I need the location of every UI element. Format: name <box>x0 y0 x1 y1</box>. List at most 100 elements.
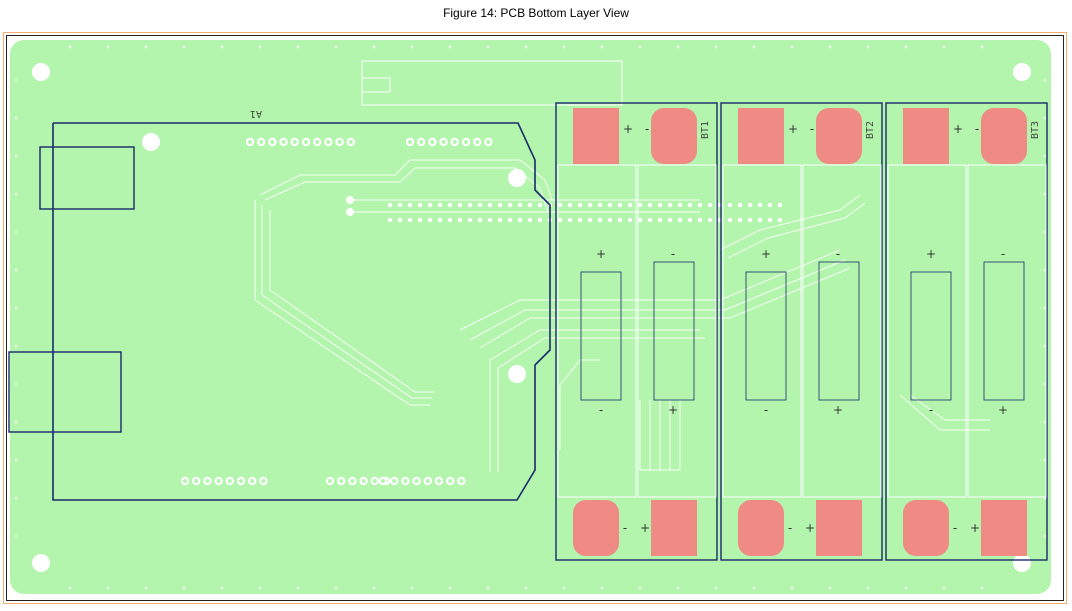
via <box>387 217 393 223</box>
header-pad-hole <box>227 479 232 483</box>
via <box>437 202 443 208</box>
edge-via <box>14 496 18 500</box>
via <box>447 217 453 223</box>
cell-body <box>983 261 1025 401</box>
via <box>607 217 613 223</box>
pad-square <box>738 108 784 164</box>
cell-body <box>745 271 787 401</box>
via <box>457 202 463 208</box>
via <box>767 202 773 208</box>
pcb-board <box>10 40 1051 594</box>
polarity-plus: + <box>623 122 633 136</box>
via <box>607 202 613 208</box>
pad-round <box>651 108 697 164</box>
edge-via <box>486 586 490 590</box>
via <box>427 217 433 223</box>
via <box>567 202 573 208</box>
polarity-plus: + <box>926 247 936 261</box>
edge-via <box>14 78 18 82</box>
header-pad-hole <box>381 479 385 483</box>
polarity-plus: + <box>953 122 963 136</box>
edge-via <box>676 586 680 590</box>
battery-holder-bt3: +--++--+BT3 <box>885 102 1048 561</box>
edge-via <box>1043 116 1047 120</box>
edge-via <box>14 382 18 386</box>
via <box>587 202 593 208</box>
via <box>587 217 593 223</box>
cell-outline <box>637 164 717 498</box>
polarity-minus: - <box>623 521 627 535</box>
edge-via <box>600 586 604 590</box>
via <box>657 217 663 223</box>
header-pad-hole <box>392 479 397 483</box>
polarity-minus: - <box>788 521 792 535</box>
pad-round <box>981 108 1027 164</box>
cell-outline <box>802 164 882 498</box>
via <box>597 217 603 223</box>
edge-via <box>144 45 148 49</box>
via <box>517 217 523 223</box>
via <box>777 217 783 223</box>
power-jack-outline <box>8 351 122 433</box>
header-silkscreen-inner <box>361 77 391 93</box>
edge-via <box>752 586 756 590</box>
edge-via <box>904 586 908 590</box>
edge-via <box>372 586 376 590</box>
via <box>387 202 393 208</box>
battery-outline <box>720 102 883 561</box>
mounting-hole <box>32 63 50 81</box>
edge-via <box>486 45 490 49</box>
via <box>577 217 583 223</box>
via <box>597 202 603 208</box>
edge-via <box>14 306 18 310</box>
page-frame-inner <box>6 35 1064 601</box>
traces <box>254 159 990 472</box>
pad-round <box>816 108 862 164</box>
via <box>487 202 493 208</box>
cell-outline <box>557 164 637 498</box>
pad-round <box>738 500 784 556</box>
mounting-hole <box>32 554 50 572</box>
edge-via <box>828 45 832 49</box>
edge-via <box>866 586 870 590</box>
module-header-bottom <box>180 476 466 486</box>
edge-via <box>182 586 186 590</box>
header-pad-hole <box>281 140 286 144</box>
mounting-hole <box>508 365 526 383</box>
polarity-minus: - <box>645 122 649 136</box>
battery-ref-label: BT2 <box>865 121 876 139</box>
via <box>527 217 533 223</box>
edge-via <box>524 586 528 590</box>
page-frame-outer <box>3 32 1067 604</box>
edge-via <box>714 45 718 49</box>
cell-outline <box>722 164 802 498</box>
via <box>697 202 703 208</box>
edge-via <box>638 45 642 49</box>
polarity-plus: + <box>640 521 650 535</box>
via <box>627 202 633 208</box>
via <box>517 202 523 208</box>
via <box>417 217 423 223</box>
header-pad-hole <box>452 140 457 144</box>
header-pad-hole <box>430 140 435 144</box>
edge-via <box>980 45 984 49</box>
edge-via <box>334 45 338 49</box>
header-pad-hole <box>292 140 297 144</box>
edge-via <box>372 45 376 49</box>
edge-via <box>296 586 300 590</box>
mounting-hole <box>508 169 526 187</box>
edge-via <box>106 586 110 590</box>
edge-via <box>448 586 452 590</box>
polarity-minus: - <box>953 521 957 535</box>
header-pad-hole <box>475 140 480 144</box>
via <box>727 217 733 223</box>
header-pad-hole <box>372 479 377 483</box>
usb-connector-outline <box>39 146 135 210</box>
via <box>647 202 653 208</box>
edge-via <box>68 586 72 590</box>
edge-via <box>144 586 148 590</box>
via <box>427 202 433 208</box>
header-pad-hole <box>419 140 424 144</box>
via <box>657 202 663 208</box>
